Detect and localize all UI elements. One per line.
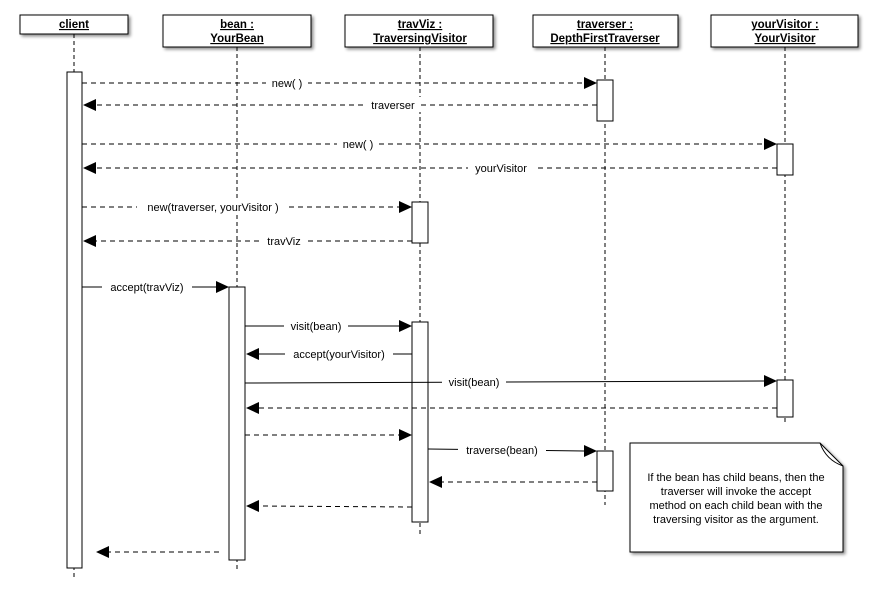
participant-traverser-name: traverser : [577,19,633,31]
note-line-4: traversing visitor as the argument. [653,514,819,526]
participant-traverser-type: DepthFirstTraverser [550,33,660,45]
participant-yourvisitor-type: YourVisitor [755,33,816,45]
message-traverser-return: traverser [83,97,597,112]
message-return-yourvisitor-bean [246,402,777,414]
message-visit-bean-travviz-label: visit(bean) [291,321,342,333]
message-yourvisitor-return: yourVisitor [83,160,777,175]
participant-traverser: traverser : DepthFirstTraverser [532,14,679,48]
activation-yourvisitor-2 [776,379,794,418]
note-line-2: traverser will invoke the accept [661,486,811,498]
participant-travviz-type: TraversingVisitor [373,33,467,45]
message-visit-bean-travviz: visit(bean) [245,318,412,333]
note: If the bean has child beans, then the tr… [629,442,844,553]
message-return-travviz-bean [246,500,413,512]
participant-client: client [19,14,129,35]
message-new-traverser-label: new( ) [272,78,303,90]
participants: client bean : YourBean travViz : Travers… [19,14,859,48]
participant-client-label: client [59,19,89,31]
message-traverse-bean: traverse(bean) [427,442,597,457]
message-return-bean-client [96,546,219,558]
message-new-travviz: new(traverser, yourVisitor ) [82,199,412,214]
activation-bean [228,286,246,561]
message-accept-travviz-label: accept(travViz) [110,282,183,294]
participant-bean-type: YourBean [210,33,263,45]
message-new-travviz-label: new(traverser, yourVisitor ) [147,202,278,214]
message-new-yourvisitor-label: new( ) [343,139,374,151]
participant-yourvisitor: yourVisitor : YourVisitor [710,14,859,48]
messages: new( ) traverser new( ) yourVisitor [82,75,777,558]
message-accept-yourvisitor-label: accept(yourVisitor) [293,349,385,361]
activation-traverser-2 [596,450,614,492]
participant-yourvisitor-name: yourVisitor : [751,19,819,31]
message-yourvisitor-return-label: yourVisitor [475,163,527,175]
participant-travviz: travViz : TraversingVisitor [344,14,494,48]
note-line-1: If the bean has child beans, then the [647,472,824,484]
activations [66,71,794,569]
message-visit-bean-yourvisitor: visit(bean) [244,374,777,389]
message-accept-travviz: accept(travViz) [82,279,229,294]
activation-client [66,71,83,569]
message-new-yourvisitor: new( ) [82,136,777,151]
activation-yourvisitor-1 [776,143,794,176]
message-travviz-return: travViz [83,233,412,248]
message-traverser-return-label: traverser [371,100,415,112]
activation-travviz-2 [411,321,429,523]
note-box [629,442,844,553]
message-accept-yourvisitor: accept(yourVisitor) [246,346,412,361]
message-traverse-bean-label: traverse(bean) [466,445,538,457]
message-return-bean-travviz [245,429,412,441]
participant-bean: bean : YourBean [162,14,312,48]
message-travviz-return-label: travViz [267,236,300,248]
activation-traverser-1 [596,79,614,122]
note-line-3: method on each child bean with the [649,500,822,512]
message-visit-bean-yourvisitor-label: visit(bean) [449,377,500,389]
participant-bean-name: bean : [220,19,254,31]
message-return-traverser-travviz [429,476,597,488]
activation-travviz-1 [411,201,429,244]
participant-travviz-name: travViz : [398,19,443,31]
message-new-traverser: new( ) [82,75,597,90]
